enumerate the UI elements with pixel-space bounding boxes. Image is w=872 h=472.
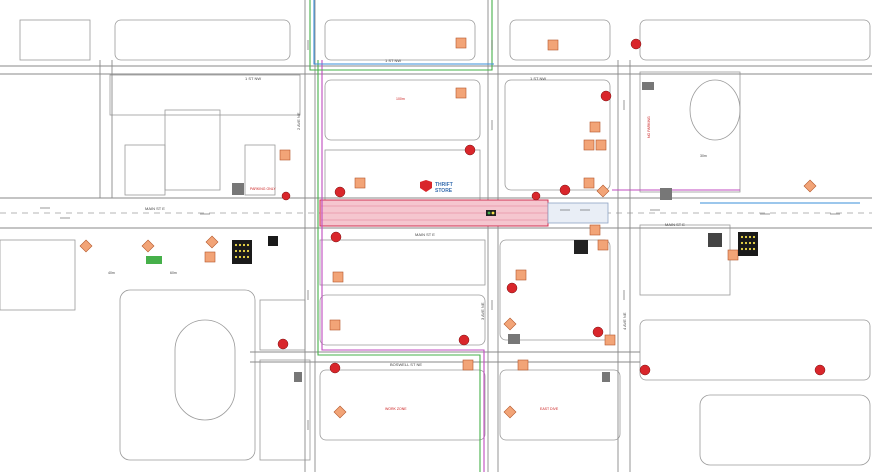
warning-sign-icon xyxy=(583,177,595,189)
road-closed-icon xyxy=(330,231,342,243)
warning-sign-icon xyxy=(329,319,341,331)
street-label-main-west: MAIN ST E xyxy=(145,206,165,211)
store-logo-line1: THRIFT xyxy=(435,182,453,188)
building-outlines xyxy=(0,19,871,466)
warning-sign-icon xyxy=(517,359,529,371)
road-closed-icon xyxy=(531,191,541,201)
street-label-1st-nw-west: 1 ST NW xyxy=(245,76,261,81)
warning-sign-icon xyxy=(547,39,559,51)
warning-sign-icon xyxy=(589,224,601,236)
road-closed-icon xyxy=(329,362,341,374)
sidewalk-closure xyxy=(547,202,609,224)
street-label-center-ave: 3 AVE NE xyxy=(480,302,485,320)
road-closed-icon xyxy=(639,364,651,376)
diamond-sign-icon xyxy=(503,405,517,419)
diamond-sign-icon xyxy=(79,239,93,253)
road-closed-icon xyxy=(814,364,826,376)
arrow-boards xyxy=(232,232,758,264)
traffic-signal xyxy=(486,210,496,216)
diamond-sign-icon xyxy=(596,184,610,198)
warning-sign-icon xyxy=(455,87,467,99)
street-label-boswell: BOSWELL ST NE xyxy=(390,362,422,367)
warning-sign-icon xyxy=(597,239,609,251)
warning-sign-icon xyxy=(204,251,216,263)
road-closed-icon xyxy=(592,326,604,338)
warning-sign-icon xyxy=(595,139,607,151)
thrift-store-logo: THRIFT STORE xyxy=(420,180,453,194)
barricades xyxy=(146,82,672,382)
road-closed-icon xyxy=(458,334,470,346)
warning-sign-icon xyxy=(604,334,616,346)
street-label-main-east: MAIN ST E xyxy=(665,222,685,227)
warning-sign-icon xyxy=(589,121,601,133)
note-distance-3: 60m xyxy=(170,271,177,275)
note-work-zone: WORK ZONE xyxy=(385,407,407,411)
warning-sign-icon xyxy=(462,359,474,371)
road-closed-icon xyxy=(277,338,289,350)
note-no-parking: NO PARKING xyxy=(647,116,651,138)
lane-markers xyxy=(40,40,840,430)
street-label-1st-nw-east: 1 ST NW xyxy=(530,76,546,81)
diamond-sign-icon xyxy=(141,239,155,253)
warning-sign-icon xyxy=(583,139,595,151)
diamond-sign-icon xyxy=(205,235,219,249)
road-closed-icon xyxy=(464,144,476,156)
warning-sign-icon xyxy=(354,177,366,189)
note-cross: EAST DIVE xyxy=(540,407,559,411)
plan-notes: 100m 40m 60m 30m WORK ZONE EAST DIVE PAR… xyxy=(108,97,707,411)
street-label-1st-nw: 1 ST NW xyxy=(385,58,401,63)
road-closed-icon xyxy=(600,90,612,102)
diamond-sign-icon xyxy=(503,317,517,331)
warning-sign-icon xyxy=(455,37,467,49)
street-label-east-ave: 4 AVE NE xyxy=(622,312,627,330)
road-closed-icon xyxy=(334,186,346,198)
warning-sign-icon xyxy=(279,149,291,161)
note-parking: PARKING ONLY xyxy=(250,187,276,191)
warning-sign-icon xyxy=(332,271,344,283)
road-closed-icon xyxy=(630,38,642,50)
street-label-north-ave: 2 AVE NE xyxy=(296,112,301,130)
diamond-signs xyxy=(79,179,817,419)
note-distance-2: 40m xyxy=(108,271,115,275)
warning-sign-icon xyxy=(515,269,527,281)
store-logo-line2: STORE xyxy=(435,188,453,194)
diamond-sign-icon xyxy=(333,405,347,419)
closed-signs xyxy=(277,38,826,376)
detour-routes xyxy=(309,0,860,472)
street-labels: MAIN ST E MAIN ST E MAIN ST E 1 ST NW 1 … xyxy=(145,58,685,367)
note-distance-1: 100m xyxy=(396,97,405,101)
warning-signs xyxy=(204,37,751,371)
note-distance-4: 30m xyxy=(700,154,707,158)
warning-sign-icon xyxy=(727,249,739,261)
street-label-main-center: MAIN ST E xyxy=(415,232,435,237)
road-closed-icon xyxy=(281,191,291,201)
road-closed-icon xyxy=(559,184,571,196)
closure-hatch xyxy=(320,205,548,221)
road-closed-icon xyxy=(506,282,518,294)
diamond-sign-icon xyxy=(803,179,817,193)
